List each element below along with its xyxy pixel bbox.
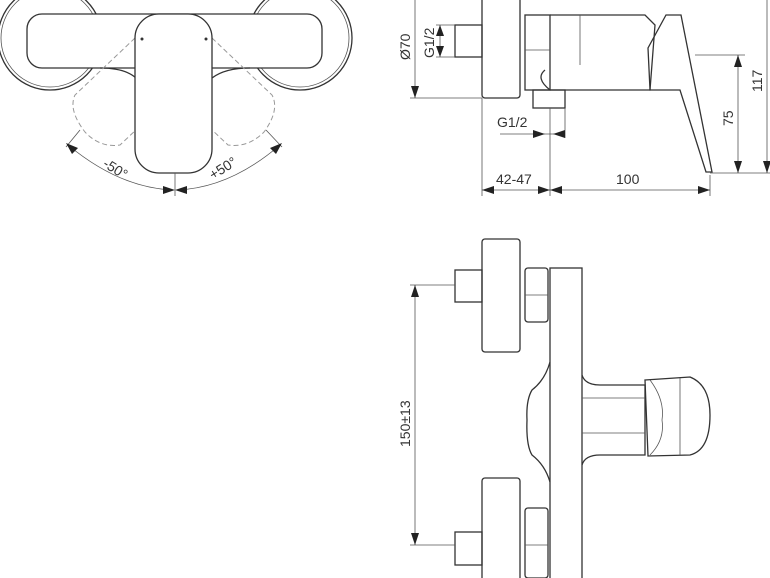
upper-inlet-nipple	[454, 269, 483, 303]
handle	[644, 376, 711, 457]
projection-label: 100	[616, 171, 640, 187]
hex-nut	[524, 14, 551, 91]
upper-wall-plate	[481, 238, 521, 353]
wall-plate	[481, 0, 521, 99]
mixer-body	[549, 267, 583, 578]
angle-left-label: -50°	[100, 155, 130, 182]
lever-handle	[134, 13, 213, 174]
front-view: 150±13	[397, 238, 711, 578]
angle-right-label: +50°	[206, 153, 239, 182]
side-view: Ø70 G1/2 G1/2 42-47 100 75 117	[397, 0, 770, 196]
inlet-spacing-label: 150±13	[397, 400, 413, 447]
outlet-nipple	[532, 89, 566, 109]
plate-diameter-label: Ø70	[397, 33, 413, 60]
top-view: -50° +50°	[0, 0, 353, 196]
inlet-nipple	[454, 24, 483, 58]
lower-wall-plate	[481, 477, 521, 578]
outlet-thread-label: G1/2	[497, 114, 528, 130]
mixer-body	[540, 14, 656, 91]
wall-distance-label: 42-47	[496, 171, 532, 187]
inlet-thread-label: G1/2	[421, 27, 437, 58]
cartridge-arm	[581, 374, 646, 466]
total-height-label: 117	[749, 69, 765, 92]
outlet-height-label: 75	[720, 110, 736, 126]
lever	[647, 14, 713, 173]
lower-inlet-nipple	[454, 531, 483, 566]
lower-hex-nut	[524, 507, 549, 578]
